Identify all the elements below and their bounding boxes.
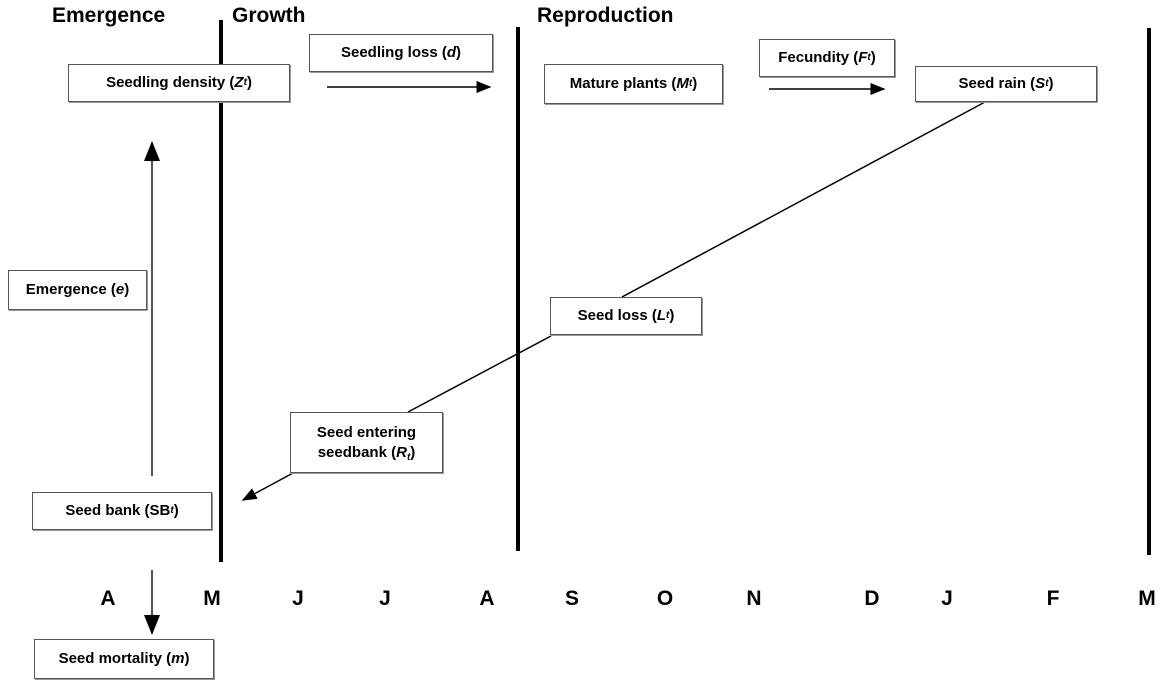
month-label: F xyxy=(1046,587,1060,610)
seedloss-to-seedbank-line xyxy=(407,335,552,413)
month-label: M xyxy=(1138,587,1156,610)
seedrain-to-seedloss-line xyxy=(621,101,986,298)
seedbank-arrow xyxy=(241,472,294,501)
month-label: O xyxy=(656,587,674,610)
emergence-box: Emergence (e) xyxy=(8,270,147,310)
month-label: J xyxy=(379,587,391,610)
month-label: A xyxy=(100,587,116,610)
month-label: J xyxy=(292,587,304,610)
seedling-loss-box: Seedling loss (d) xyxy=(309,34,493,72)
phase-reproduction-heading: Reproduction xyxy=(537,4,674,27)
month-label: A xyxy=(479,587,495,610)
seed-mortality-box: Seed mortality (m) xyxy=(34,639,214,679)
phase-growth-heading: Growth xyxy=(232,4,306,27)
month-label: S xyxy=(564,587,579,610)
month-label: N xyxy=(746,587,762,610)
phase-emergence-heading: Emergence xyxy=(52,4,166,27)
month-label: M xyxy=(203,587,221,610)
month-label: D xyxy=(864,587,880,610)
seed-entering-seedbank-box: Seed entering seedbank (Rt) xyxy=(290,412,443,473)
month-label: J xyxy=(941,587,953,610)
